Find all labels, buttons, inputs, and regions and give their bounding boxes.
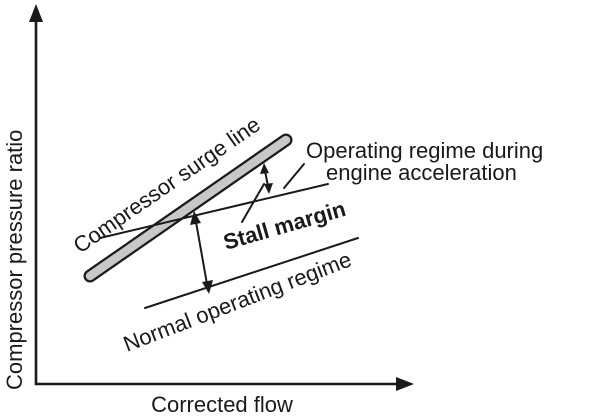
axes bbox=[29, 4, 414, 391]
stall-margin-main-arrow bbox=[195, 221, 208, 285]
acceleration-operating-line bbox=[99, 183, 329, 239]
stall-margin-small-arrowhead-top bbox=[260, 163, 269, 174]
acceleration-label-line2: engine acceleration bbox=[326, 160, 517, 185]
surge-line bbox=[83, 133, 293, 283]
y-axis-arrowhead bbox=[29, 4, 43, 22]
acceleration-leader-line bbox=[283, 163, 305, 189]
surge-line-fill bbox=[85, 135, 291, 281]
x-axis-arrowhead bbox=[396, 377, 414, 391]
y-axis-label: Compressor pressure ratio bbox=[2, 130, 27, 390]
acceleration-label-line1: Operating regime during bbox=[306, 138, 543, 163]
stall-margin-small-arrowhead-bottom bbox=[264, 183, 273, 194]
normal-operating-label: Normal operating regime bbox=[120, 247, 355, 357]
normal-operating-line bbox=[144, 237, 359, 309]
stall-margin-small-arrow bbox=[264, 170, 269, 187]
x-axis-label: Corrected flow bbox=[151, 392, 293, 417]
stall-margin-main-arrowhead-top bbox=[190, 211, 201, 225]
stall-margin-leader-line bbox=[241, 183, 265, 223]
